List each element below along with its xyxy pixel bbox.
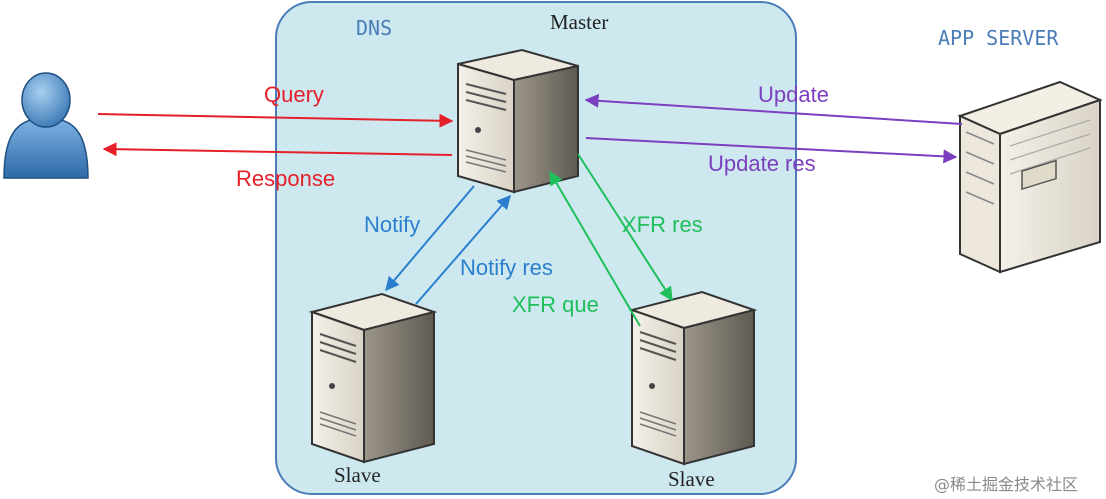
xfr-que-label: XFR que — [512, 292, 599, 317]
response-label: Response — [236, 166, 335, 191]
notify-arrow — [385, 185, 475, 292]
update-arrow — [584, 93, 963, 125]
query-label: Query — [264, 82, 324, 107]
slave-server-right-icon — [628, 290, 758, 466]
xfr-res-arrow — [577, 153, 673, 302]
app-server-icon — [957, 80, 1103, 274]
update-label: Update — [758, 82, 829, 107]
notify-res-arrow — [415, 194, 511, 305]
notify-label: Notify — [364, 212, 420, 237]
master-server-icon — [457, 48, 579, 194]
slave-left-label: Slave — [334, 463, 381, 487]
response-arrow — [102, 142, 453, 157]
watermark: @稀土掘金技术社区 — [934, 475, 1078, 494]
user-icon — [3, 72, 89, 179]
query-arrow — [97, 113, 454, 128]
app-server-label: APP SERVER — [938, 26, 1059, 50]
notify-res-label: Notify res — [460, 255, 553, 280]
master-label: Master — [550, 10, 608, 34]
xfr-que-arrow — [549, 170, 641, 327]
update-res-label: Update res — [708, 151, 816, 176]
update-res-arrow — [585, 137, 958, 164]
slave-server-left-icon — [308, 292, 438, 464]
dns-label: DNS — [356, 16, 392, 40]
xfr-res-label: XFR res — [622, 212, 703, 237]
slave-right-label: Slave — [668, 467, 715, 491]
